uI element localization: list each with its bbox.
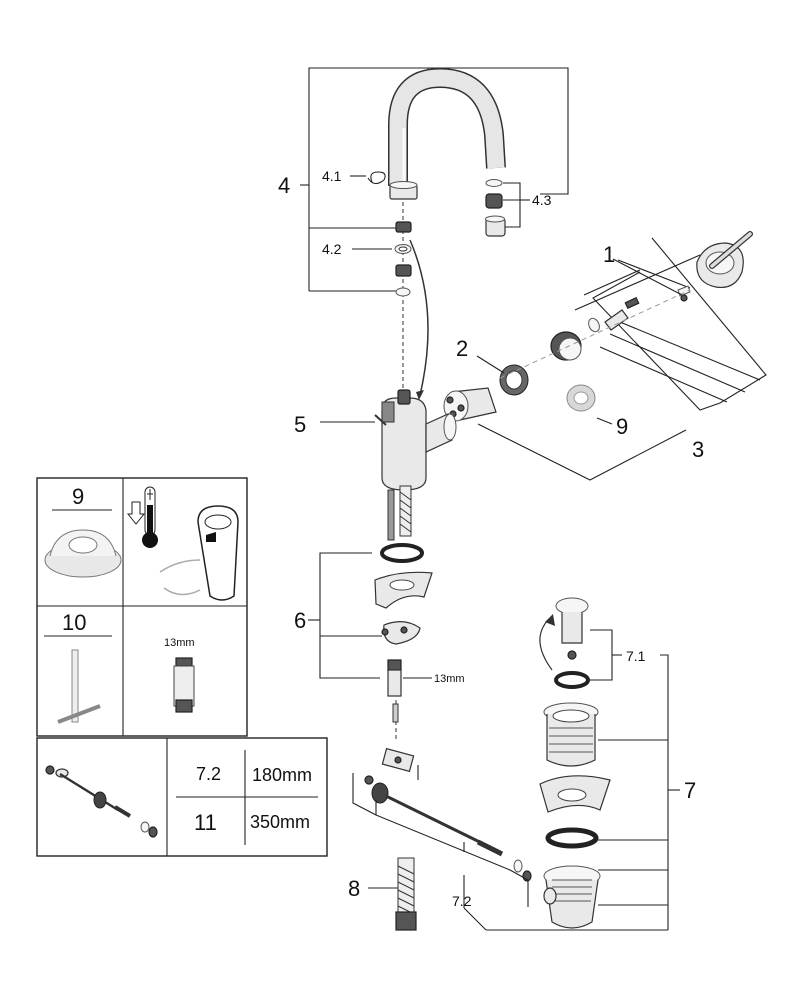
callout-4-3: 4.3 xyxy=(532,192,552,208)
callout-4-2: 4.2 xyxy=(322,241,342,257)
table-row1-part: 7.2 xyxy=(196,764,221,784)
table-row2-length: 350mm xyxy=(250,812,310,832)
callout-2: 2 xyxy=(456,336,468,361)
legend-tool-size: 13mm xyxy=(164,637,195,649)
legend-item-10-label: 10 xyxy=(62,610,86,635)
callout-7-2: 7.2 xyxy=(452,893,472,909)
thermometer-icon xyxy=(142,486,158,548)
callout-5: 5 xyxy=(294,412,306,437)
lever-handle-icon xyxy=(159,505,239,601)
waste-assembly xyxy=(539,597,680,930)
callout-6: 6 xyxy=(294,608,306,633)
rod-length-table: 7.2 180mm 11 350mm xyxy=(36,737,328,857)
table-row2-part: 11 xyxy=(194,810,217,835)
callout-7: 7 xyxy=(684,778,696,803)
callout-3: 3 xyxy=(692,437,704,462)
callout-4: 4 xyxy=(278,173,290,198)
callout-8: 8 xyxy=(348,876,360,901)
callout-6-size: 13mm xyxy=(434,673,465,685)
callout-9: 9 xyxy=(616,414,628,439)
legend-item-9-label: 9 xyxy=(72,484,84,509)
arrow-down-icon xyxy=(126,501,146,525)
cartridge-assembly xyxy=(443,231,767,481)
wrench-tool-icon xyxy=(57,649,101,724)
callout-4-1: 4.1 xyxy=(322,168,342,184)
socket-tool-icon xyxy=(173,657,195,713)
flexible-hose xyxy=(368,857,417,931)
spare-parts-legend: 9 10 13mm xyxy=(36,477,248,737)
callout-7-1: 7.1 xyxy=(626,648,646,664)
table-row1-length: 180mm xyxy=(252,765,312,785)
spout-assembly xyxy=(300,67,569,400)
mounting-set xyxy=(308,543,433,740)
rod-illustration xyxy=(45,765,158,838)
callout-1: 1 xyxy=(603,242,615,267)
tap-body xyxy=(320,389,457,541)
pop-up-rod xyxy=(352,747,668,931)
